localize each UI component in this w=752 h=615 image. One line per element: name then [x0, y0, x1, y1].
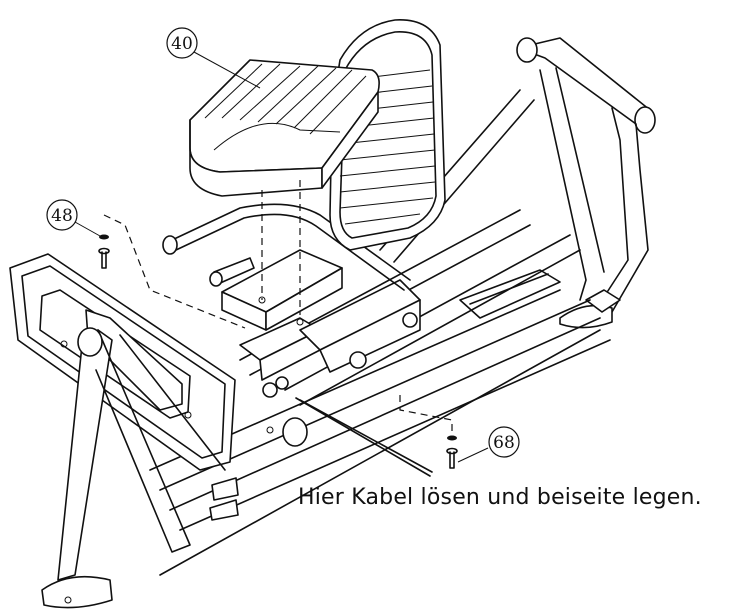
bolt-68 [446, 447, 458, 469]
callout-68: 68 [457, 426, 520, 463]
cable [295, 397, 431, 477]
instruction-text: Hier Kabel lösen und beiseite legen. [298, 485, 702, 510]
assembly-guide-lines [103, 180, 453, 435]
callout-68-label: 68 [493, 433, 515, 453]
front-legs [41, 327, 239, 609]
callout-40: 40 [166, 27, 261, 89]
washer-68 [447, 435, 457, 441]
handle-bar [162, 203, 411, 291]
callout-40-label: 40 [171, 34, 193, 54]
callout-48: 48 [46, 199, 101, 237]
seat-cushion [189, 59, 380, 197]
cable-leader-line [299, 399, 433, 473]
bolt-48 [98, 247, 110, 269]
washer-48 [99, 234, 109, 240]
carriage [221, 249, 421, 398]
right-frame [516, 37, 656, 329]
callout-48-label: 48 [51, 206, 73, 226]
base-rails [149, 269, 611, 576]
